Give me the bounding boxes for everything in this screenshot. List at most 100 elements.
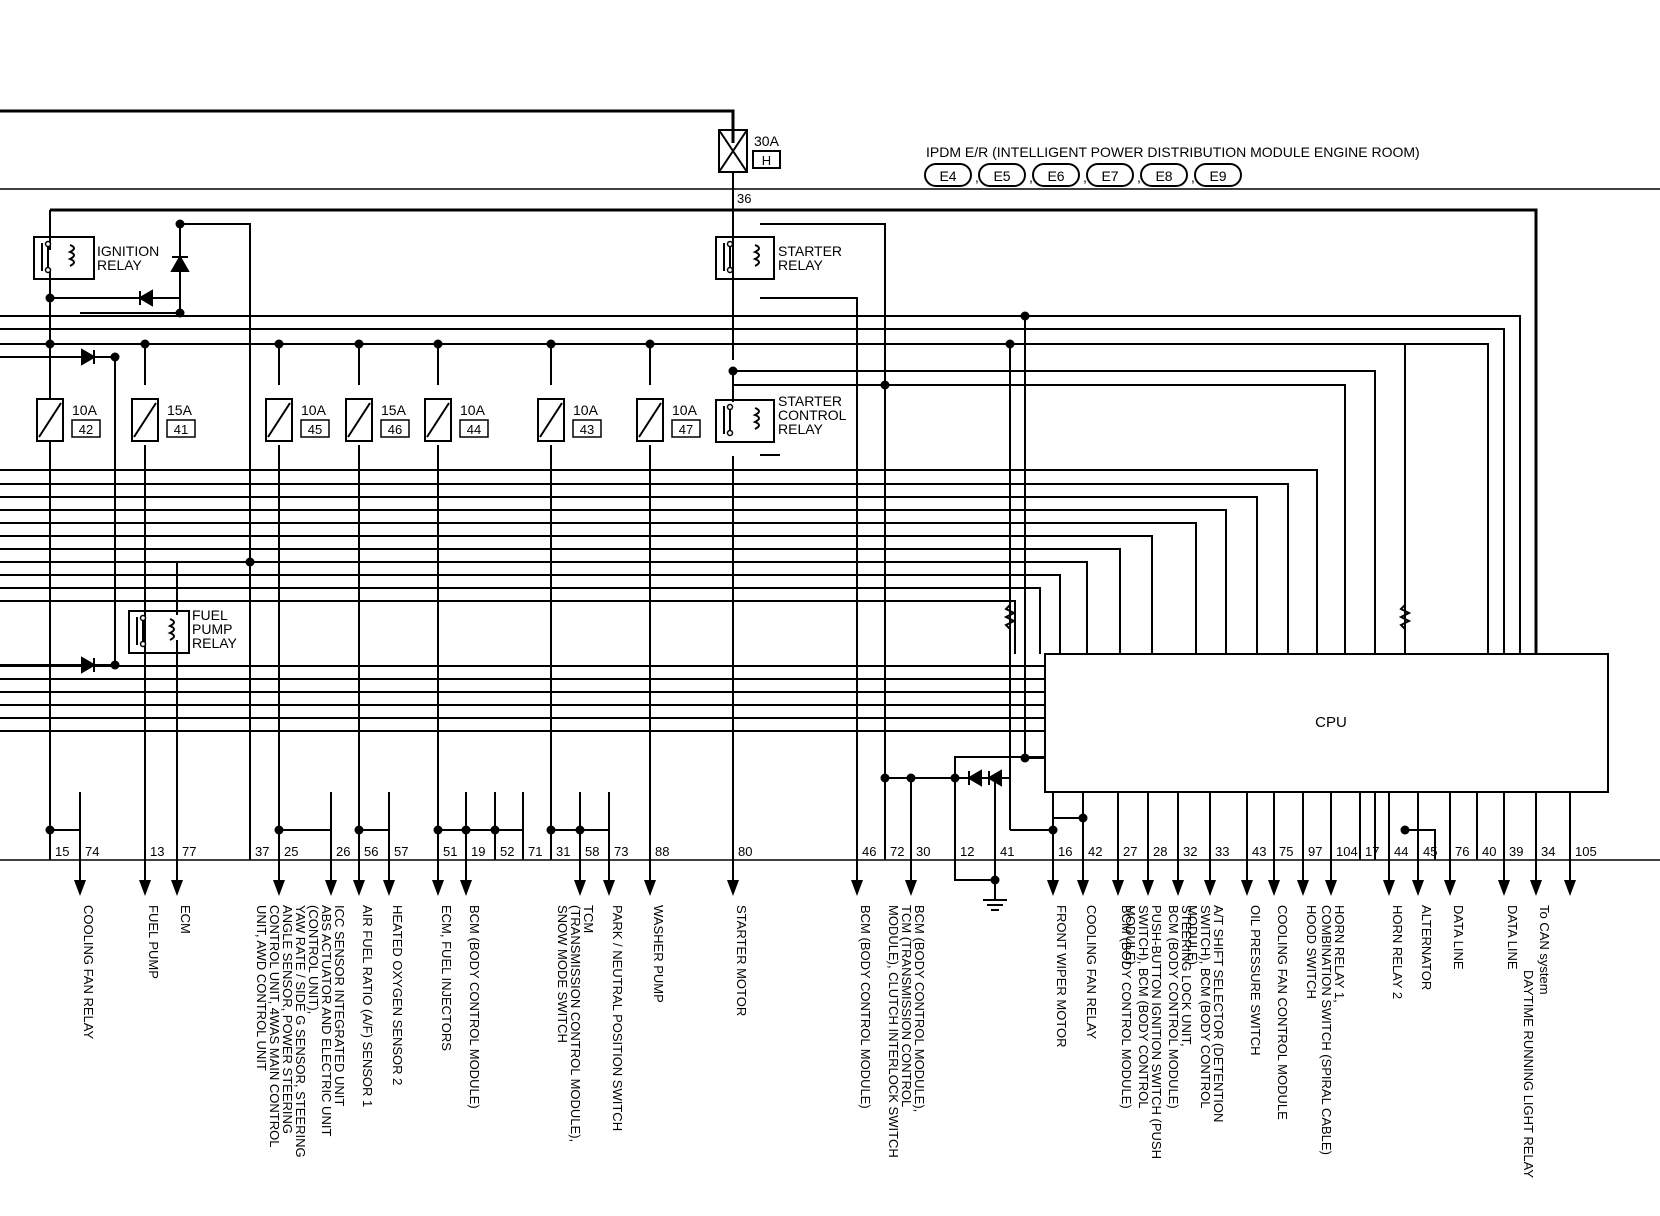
output-arrow-head	[139, 880, 151, 896]
output-label-line: STEERING LOCK UNIT,	[1179, 905, 1194, 1047]
output-arrow-head	[432, 880, 444, 896]
terminal-number: 12	[960, 844, 974, 859]
output-arrow	[1530, 860, 1542, 896]
output-arrow	[1498, 860, 1510, 896]
junction-dot	[45, 293, 55, 303]
output-arrow-head	[1412, 880, 1424, 896]
output-label-line: AIR FUEL RATIO (A/F) SENSOR 1	[360, 905, 375, 1107]
output-label-line: A/T SHIFT SELECTOR (DETENTION	[1211, 905, 1226, 1122]
fuse-rating: 10A	[72, 402, 98, 418]
terminal-number: 88	[655, 844, 669, 859]
fuse-number-box	[166, 419, 196, 438]
relay-label: CONTROL	[778, 407, 847, 423]
diode-icon	[81, 656, 96, 674]
output-label-line: TCM (TRANSMISSION CONTROL	[899, 905, 914, 1107]
connector-label: E9	[1209, 168, 1226, 184]
output-label-line: ABS ACTUATOR AND ELECTRIC UNIT	[319, 905, 334, 1136]
fuse-rating: 10A	[672, 402, 698, 418]
output-arrow-head	[1297, 880, 1309, 896]
junction-dot	[274, 339, 284, 349]
terminal-number: 105	[1575, 844, 1597, 859]
terminal-number: 46	[862, 844, 876, 859]
output-label-line: PUSH-BUTTON IGNITION SWITCH (PUSH	[1149, 905, 1164, 1159]
junction-dot	[645, 339, 655, 349]
junction-dot	[433, 825, 443, 835]
output-arrow-head	[1564, 880, 1576, 896]
output-label-line: BCM (BODY CONTROL MODULE)	[858, 905, 873, 1109]
terminal-number: 31	[556, 844, 570, 859]
output-arrow	[1047, 860, 1059, 896]
junction-dot	[546, 339, 556, 349]
output-label-line: MODULE)	[1185, 905, 1200, 965]
svg-text:,: ,	[1029, 169, 1033, 185]
output-label: HORN RELAY 1,COMBINATION SWITCH (SPIRAL …	[1319, 905, 1347, 1155]
relay-label: STARTER	[778, 393, 842, 409]
terminal-number: 26	[336, 844, 350, 859]
output-arrow	[432, 860, 444, 896]
output-label-line: DAYTIME RUNNING LIGHT RELAY	[1521, 970, 1536, 1178]
output-arrow	[139, 860, 151, 896]
terminal-number: 43	[1252, 844, 1266, 859]
fuse-number: 44	[467, 422, 481, 437]
output-arrow-head	[1142, 880, 1154, 896]
output-label: BCM (BODY CONTROL MODULE)	[467, 905, 482, 1109]
bus-wiring	[0, 208, 1538, 900]
terminal-number: 34	[1541, 844, 1555, 859]
output-arrow-head	[353, 880, 365, 896]
terminal-number: 15	[55, 844, 69, 859]
terminal-number: 56	[364, 844, 378, 859]
terminal-number: 97	[1308, 844, 1322, 859]
junction-dot	[990, 875, 1000, 885]
output-label-line: MODULE), CLUTCH INTERLOCK SWITCH	[886, 905, 901, 1158]
output-label-line: ALTERNATOR	[1419, 905, 1434, 990]
output-label: STEERING LOCK UNIT,BCM (BODY CONTROL MOD…	[1166, 905, 1194, 1109]
connector-label: E8	[1155, 168, 1172, 184]
fuse-number-box	[671, 419, 701, 438]
connector-label: E7	[1101, 168, 1118, 184]
output-arrow-head	[325, 880, 337, 896]
output-label-line: ICC SENSOR INTEGRATED UNIT	[332, 905, 347, 1106]
junction-layer	[45, 219, 1410, 885]
output-arrow	[460, 860, 472, 896]
output-arrow-head	[1444, 880, 1456, 896]
main-fuse-code: H	[762, 153, 771, 168]
resistor-icon	[1003, 604, 1017, 630]
junction-dot	[274, 825, 284, 835]
output-label-line: SNOW MODE SWITCH	[555, 905, 570, 1043]
output-label-line: To CAN system	[1537, 905, 1552, 995]
relay-label: STARTER	[778, 243, 842, 259]
output-arrow-head	[1112, 880, 1124, 896]
output-arrow-head	[1047, 880, 1059, 896]
junction-dot	[175, 219, 185, 229]
output-label-line: ECM	[178, 905, 193, 934]
output-label: DATA LINE	[1505, 905, 1520, 970]
output-label: ALTERNATOR	[1419, 905, 1434, 990]
output-label-line: SWITCH), BCM (BODY CONTROL	[1136, 905, 1151, 1108]
output-label-line: CONTROL UNIT, 4WAS MAIN CONTROL	[267, 905, 282, 1147]
terminal-number: 32	[1183, 844, 1197, 859]
output-arrow	[171, 860, 183, 896]
output-arrow	[851, 860, 863, 896]
output-arrow-head	[1325, 880, 1337, 896]
output-arrow-head	[273, 880, 285, 896]
svg-text:,: ,	[1191, 169, 1195, 185]
output-label: HOOD SWITCH	[1304, 905, 1319, 999]
junction-dot	[950, 773, 960, 783]
output-arrow-head	[460, 880, 472, 896]
fuse-number: 42	[79, 422, 93, 437]
terminal-number: 45	[1423, 844, 1437, 859]
ignition-relay: IGNITION RELAY	[33, 236, 159, 280]
diode-icon	[967, 769, 982, 787]
fuse-number-box	[300, 419, 330, 438]
junction-dot	[245, 557, 255, 567]
relay-label: PUMP	[192, 621, 232, 637]
output-label-line: COOLING FAN CONTROL MODULE	[1275, 905, 1290, 1120]
output-label: BCM (BODY CONTROL MODULE)	[858, 905, 873, 1109]
output-label: ECM, FUEL INJECTORS	[439, 905, 454, 1051]
output-label-line: WASHER PUMP	[651, 905, 666, 1003]
terminal-number: 44	[1394, 844, 1408, 859]
terminal-number: 72	[890, 844, 904, 859]
output-arrow-head	[74, 880, 86, 896]
